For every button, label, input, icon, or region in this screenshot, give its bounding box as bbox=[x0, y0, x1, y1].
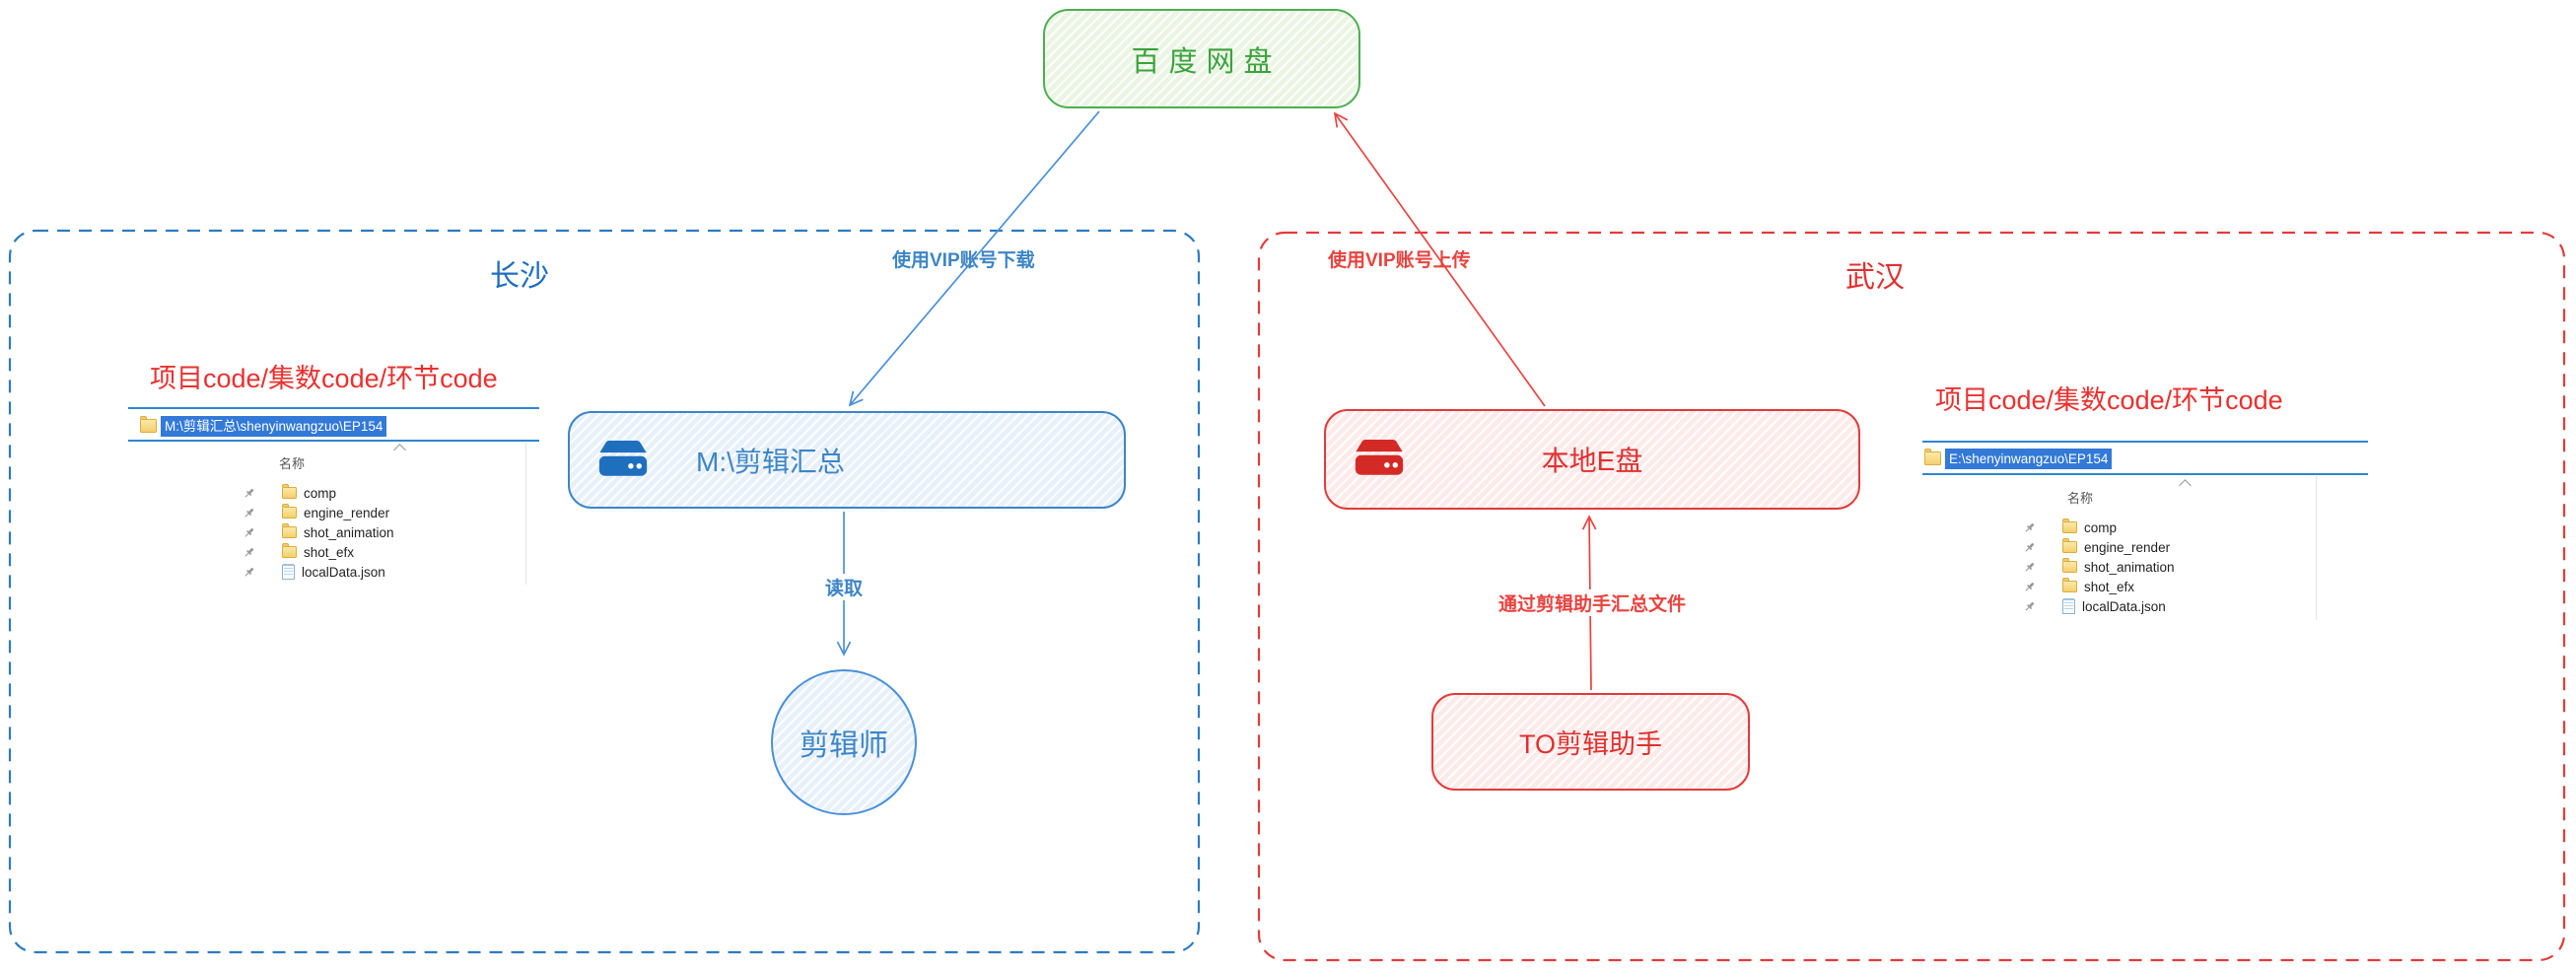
file-name: shot_animation bbox=[304, 524, 394, 540]
file-row[interactable]: engine_render bbox=[243, 503, 389, 522]
hard-drive-icon bbox=[598, 440, 648, 476]
folder-icon bbox=[1924, 449, 1941, 465]
file-row[interactable]: shot_animation bbox=[243, 522, 394, 542]
to-assistant-label: TO剪辑助手 bbox=[1518, 729, 1662, 759]
address-bar-right[interactable]: E:\shenyinwangzuo\EP154 bbox=[1924, 447, 2113, 470]
upload-arrow bbox=[1333, 111, 1546, 407]
folder-icon bbox=[282, 484, 297, 499]
file-name: shot_efx bbox=[304, 544, 355, 560]
file-row[interactable]: shot_animation bbox=[2023, 557, 2175, 577]
file-row[interactable]: comp bbox=[2023, 518, 2117, 537]
e-drive-label: 本地E盘 bbox=[1541, 446, 1643, 476]
folder-icon bbox=[282, 523, 297, 538]
file-row[interactable]: shot_efx bbox=[243, 542, 354, 562]
json-file-icon bbox=[2062, 597, 2075, 614]
editor-label: 剪辑师 bbox=[800, 729, 888, 762]
region-wuhan-border bbox=[1257, 231, 2566, 962]
json-file-icon bbox=[282, 563, 295, 580]
file-name: comp bbox=[2084, 519, 2118, 535]
address-bar-left[interactable]: M:\剪辑汇总\shenyinwangzuo\EP154 bbox=[140, 414, 387, 438]
divider bbox=[1922, 441, 2368, 443]
address-path: E:\shenyinwangzuo\EP154 bbox=[1945, 448, 2113, 469]
file-row[interactable]: shot_efx bbox=[2023, 577, 2134, 596]
divider bbox=[128, 407, 539, 409]
file-row[interactable]: localData.json bbox=[243, 562, 385, 582]
region-label-changsha: 长沙 bbox=[490, 260, 549, 293]
file-name: shot_animation bbox=[2084, 559, 2175, 575]
folder-icon bbox=[2062, 519, 2077, 533]
hard-drive-icon bbox=[1355, 440, 1404, 475]
pin-icon bbox=[2025, 582, 2035, 591]
folder-icon bbox=[282, 543, 297, 558]
to-assistant-node[interactable]: TO剪辑助手 bbox=[1431, 693, 1750, 791]
file-name: shot_efx bbox=[2084, 579, 2135, 594]
pin-icon bbox=[244, 488, 254, 498]
column-divider bbox=[2316, 476, 2317, 620]
editor-node[interactable]: 剪辑师 bbox=[771, 669, 917, 815]
folder-icon bbox=[2062, 578, 2077, 592]
download-arrow-label: 使用VIP账号下载 bbox=[892, 250, 1035, 271]
folder-icon bbox=[2062, 558, 2077, 573]
divider bbox=[128, 440, 539, 442]
pin-icon bbox=[2025, 522, 2035, 532]
pin-icon bbox=[2025, 542, 2035, 552]
name-column-header[interactable]: 名称 bbox=[2067, 491, 2094, 506]
file-row[interactable]: localData.json bbox=[2023, 596, 2166, 616]
folder-icon bbox=[2062, 538, 2077, 553]
folder-icon bbox=[282, 504, 297, 519]
pin-icon bbox=[244, 527, 254, 537]
file-name: localData.json bbox=[302, 564, 385, 580]
baidu-netdisk-label: 百度网盘 bbox=[1131, 45, 1282, 78]
collect-arrow-label: 通过剪辑助手汇总文件 bbox=[1493, 589, 1692, 616]
pin-icon bbox=[244, 547, 254, 557]
m-drive-label: M:\剪辑汇总 bbox=[696, 446, 845, 477]
file-row[interactable]: comp bbox=[243, 483, 336, 503]
file-name: engine_render bbox=[2084, 539, 2171, 555]
file-name: localData.json bbox=[2082, 598, 2166, 614]
left-naming-heading: 项目code/集数code/环节code bbox=[150, 364, 498, 393]
pin-icon bbox=[244, 567, 254, 577]
read-arrow-label: 读取 bbox=[819, 574, 869, 600]
upload-arrow-label: 使用VIP账号上传 bbox=[1328, 250, 1471, 271]
address-path: M:\剪辑汇总\shenyinwangzuo\EP154 bbox=[161, 415, 387, 437]
name-column-header[interactable]: 名称 bbox=[279, 456, 306, 471]
column-divider bbox=[525, 443, 526, 585]
pin-icon bbox=[2025, 601, 2035, 611]
pin-icon bbox=[244, 508, 254, 518]
download-arrow bbox=[848, 110, 1100, 407]
file-row[interactable]: engine_render bbox=[2023, 537, 2170, 557]
baidu-netdisk-node[interactable]: 百度网盘 bbox=[1043, 9, 1360, 108]
folder-icon bbox=[140, 416, 157, 433]
e-drive-node[interactable]: 本地E盘 bbox=[1324, 409, 1860, 510]
right-naming-heading: 项目code/集数code/环节code bbox=[1935, 385, 2283, 415]
pin-icon bbox=[2025, 562, 2035, 572]
region-changsha-border bbox=[8, 229, 1201, 954]
file-name: comp bbox=[304, 485, 337, 501]
region-label-wuhan: 武汉 bbox=[1845, 261, 1905, 294]
divider bbox=[1922, 473, 2368, 475]
m-drive-node[interactable]: M:\剪辑汇总 bbox=[568, 411, 1126, 509]
file-name: engine_render bbox=[304, 505, 390, 520]
